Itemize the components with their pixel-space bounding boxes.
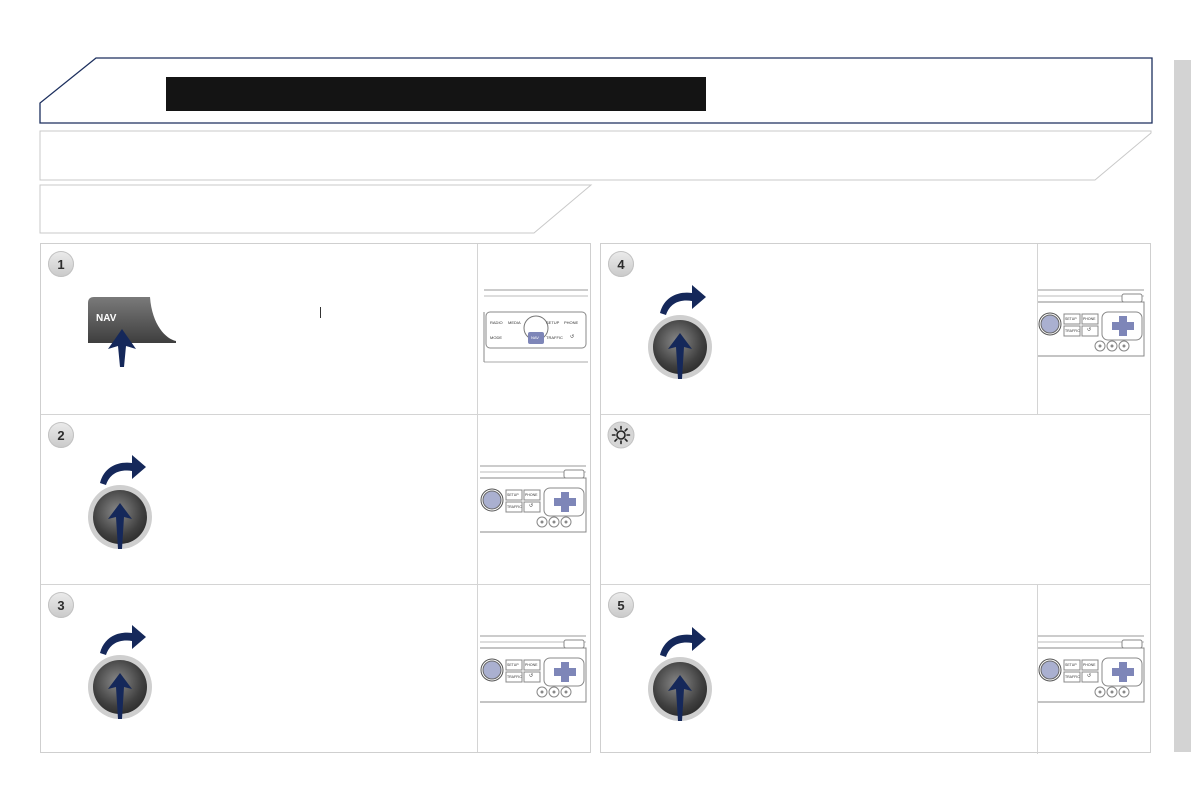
radio-knob-panel-step-3: SETUP PHONE TRAFFIC ↺ — [480, 632, 587, 704]
knob-icon-step-4 — [648, 285, 712, 379]
step-badge-3: 3 — [48, 592, 74, 618]
radio-knob-panel-step-5: SETUP PHONE TRAFFIC ↺ — [1038, 632, 1145, 704]
text-cursor — [320, 307, 321, 318]
knob-icon-step-2 — [88, 455, 152, 549]
press-arrow-icon — [108, 503, 132, 549]
rotate-arrow-icon — [100, 625, 146, 655]
radio-knob-panel-step-4: SETUP PHONE TRAFFIC ↺ — [1038, 286, 1145, 358]
page-side-tab — [1174, 60, 1191, 752]
radio-front-panel-illustration: RADIO MEDIA SETUP PHONE MODE NAV TRAFFIC… — [483, 282, 588, 368]
step-badge-1: 1 — [48, 251, 74, 277]
rotate-arrow-icon — [100, 455, 146, 485]
header-frame — [39, 57, 1153, 124]
step-badge-4: 4 — [608, 251, 634, 277]
press-arrow-icon — [108, 673, 132, 719]
nav-button-label: NAV — [96, 313, 117, 324]
knob-icon-step-3 — [88, 625, 152, 719]
section-banner — [39, 130, 1152, 234]
lightbulb-icon — [607, 421, 635, 449]
nav-button-illustration: NAV — [88, 297, 178, 343]
rotate-arrow-icon — [660, 627, 706, 657]
press-arrow-icon — [668, 333, 692, 379]
step-badge-5: 5 — [608, 592, 634, 618]
knob-icon-step-5 — [648, 627, 712, 721]
press-arrow-icon — [668, 675, 692, 721]
rotate-arrow-icon — [660, 285, 706, 315]
step-badge-2: 2 — [48, 422, 74, 448]
radio-knob-panel-step-2: SETUP PHONE TRAFFIC ↺ — [480, 462, 587, 534]
press-arrow-icon — [108, 329, 136, 367]
